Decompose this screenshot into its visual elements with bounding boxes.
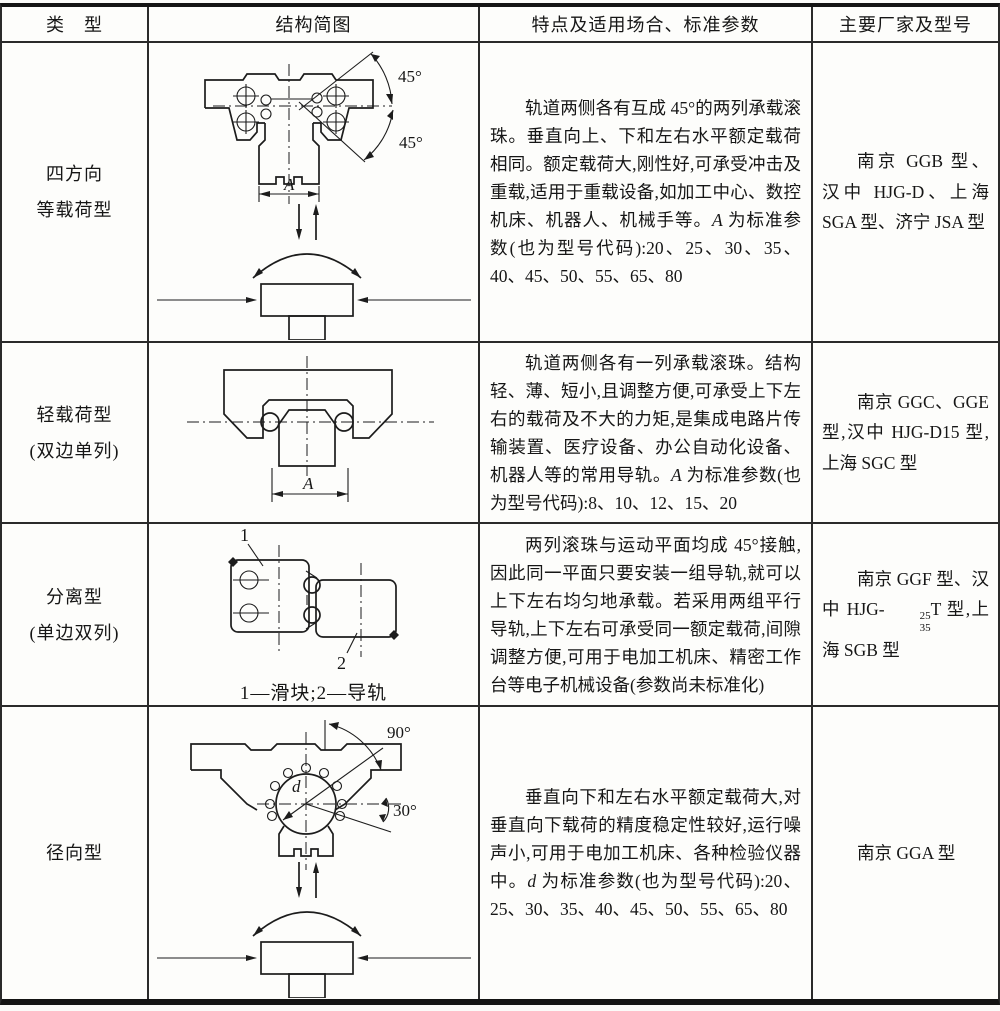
row2-features-variable: A: [670, 464, 682, 485]
row2-makers-paragraph: 南京 GGC、GGE 型,汉中 HJG-D15 型,上海 SGC 型: [822, 391, 989, 473]
row4-makers-paragraph: 南京 GGA 型: [857, 842, 956, 863]
row4-diagram-cell: d 90° 30°: [149, 707, 480, 999]
row1-type-line2: 等载荷型: [36, 200, 113, 220]
row1-features-params: 为标准参数(也为型号代码):20、25、30、35、40、45、50、55、65…: [490, 210, 802, 286]
row2-features-cell: 轨道两侧各有一列承载滚珠。结构轻、薄、短小,且调整方便,可承受上下左右的载荷及不…: [480, 343, 813, 524]
row1-angle-top-label: 45°: [398, 67, 422, 86]
row3-diagram-legend: 1—滑块;2—导轨: [239, 682, 388, 704]
row2-diagram-cell: A: [149, 343, 480, 524]
header-type: 类 型: [2, 7, 149, 43]
row3-makers-pre: 南京 GGF 型、汉中 HJG-: [822, 568, 989, 620]
row1-features-paragraph: 轨道两侧各有互成 45°的两列承载滚珠。垂直向上、下和左右水平额定载荷相同。额定…: [490, 94, 801, 290]
row4-structure-diagram: d 90° 30°: [156, 720, 471, 998]
row1-features-cell: 轨道两侧各有互成 45°的两列承载滚珠。垂直向上、下和左右水平额定载荷相同。额定…: [480, 43, 813, 343]
row4-makers-cell: 南京 GGA 型: [813, 707, 998, 999]
row1-structure-diagram: 45° 45° A: [156, 51, 471, 340]
row2-structure-diagram: A: [186, 355, 434, 502]
row3-diagram-cell: 1 2 1—滑块;2—导轨: [149, 524, 480, 707]
row2-makers-cell: 南京 GGC、GGE 型,汉中 HJG-D15 型,上海 SGC 型: [813, 343, 998, 524]
header-makers: 主要厂家及型号: [813, 7, 998, 43]
row3-fraction-bottom: 35: [919, 622, 931, 634]
row1-features-variable: A: [711, 210, 723, 230]
row1-dimension-label: A: [283, 175, 295, 194]
row1-diagram-cell: 45° 45° A: [149, 43, 480, 343]
row4-angle-top-label: 90°: [387, 723, 411, 742]
row2-type-cell: 轻载荷型 (双边单列): [2, 343, 149, 524]
row1-makers-cell: 南京 GGB 型、汉中 HJG-D、上海 SGA 型、济宁 JSA 型: [813, 43, 998, 343]
row4-features-text: 垂直向下和左右水平额定载荷大,对垂直向下载荷的精度稳定性较好,运行噪声小,可用于…: [490, 787, 801, 891]
row4-angle-bottom-label: 30°: [393, 801, 417, 820]
row2-features-paragraph: 轨道两侧各有一列承载滚珠。结构轻、薄、短小,且调整方便,可承受上下左右的载荷及不…: [490, 349, 801, 517]
row2-features-params: 为标准参数(也为型号代码):8、10、12、15、20: [490, 464, 801, 513]
row4-features-variable: d: [527, 871, 537, 891]
row1-features-text: 轨道两侧各有互成 45°的两列承载滚珠。垂直向上、下和左右水平额定载荷相同。额定…: [490, 98, 801, 230]
guide-rail-type-table: 类 型 结构简图 特点及适用场合、标准参数 主要厂家及型号 四方向 等载荷型: [0, 3, 1000, 1005]
row1-type-cell: 四方向 等载荷型: [2, 43, 149, 343]
row3-structure-diagram: 1 2: [227, 525, 399, 673]
row2-type-line2: (双边单列): [29, 440, 120, 461]
row3-fraction-top: 25: [919, 610, 931, 623]
row4-features-cell: 垂直向下和左右水平额定载荷大,对垂直向下载荷的精度稳定性较好,运行噪声小,可用于…: [480, 707, 813, 999]
row4-type-cell: 径向型: [2, 707, 149, 999]
row1-makers-paragraph: 南京 GGB 型、汉中 HJG-D、上海 SGA 型、济宁 JSA 型: [822, 151, 989, 233]
row3-type-cell: 分离型 (单边双列): [2, 524, 149, 707]
row1-angle-bottom-label: 45°: [399, 133, 423, 152]
row1-type-line1: 四方向: [46, 164, 103, 184]
row1-load-diagram: [156, 204, 471, 340]
row4-features-paragraph: 垂直向下和左右水平额定载荷大,对垂直向下载荷的精度稳定性较好,运行噪声小,可用于…: [490, 783, 801, 923]
row2-type-line1: 轻载荷型: [36, 404, 113, 425]
row3-features-cell: 两列滚珠与运动平面均成 45°接触,因此同一平面只要安装一组导轨,就可以上下左右…: [480, 524, 813, 707]
row4-features-params: 为标准参数(也为型号代码):20、25、30、35、40、45、50、55、65…: [490, 871, 801, 919]
row4-load-diagram: [156, 862, 471, 998]
row3-part2-label: 2: [337, 653, 346, 673]
header-features: 特点及适用场合、标准参数: [480, 7, 813, 43]
row3-type-line2: (单边双列): [29, 622, 120, 643]
row2-dimension-label: A: [302, 474, 314, 493]
row2-features-text: 轨道两侧各有一列承载滚珠。结构轻、薄、短小,且调整方便,可承受上下左右的载荷及不…: [490, 352, 801, 485]
row3-features-text: 两列滚珠与运动平面均成 45°接触,因此同一平面只要安装一组导轨,就可以上下左右…: [490, 534, 801, 695]
row3-part1-label: 1: [240, 525, 249, 545]
row4-type-line1: 径向型: [46, 843, 103, 863]
row3-makers-post: T 型,上海 SGB 型: [822, 599, 989, 660]
row4-dimension-label: d: [292, 777, 301, 796]
row3-type-line1: 分离型: [46, 586, 103, 607]
header-structure-diagram: 结构简图: [149, 7, 480, 43]
row3-features-paragraph: 两列滚珠与运动平面均成 45°接触,因此同一平面只要安装一组导轨,就可以上下左右…: [490, 531, 801, 699]
